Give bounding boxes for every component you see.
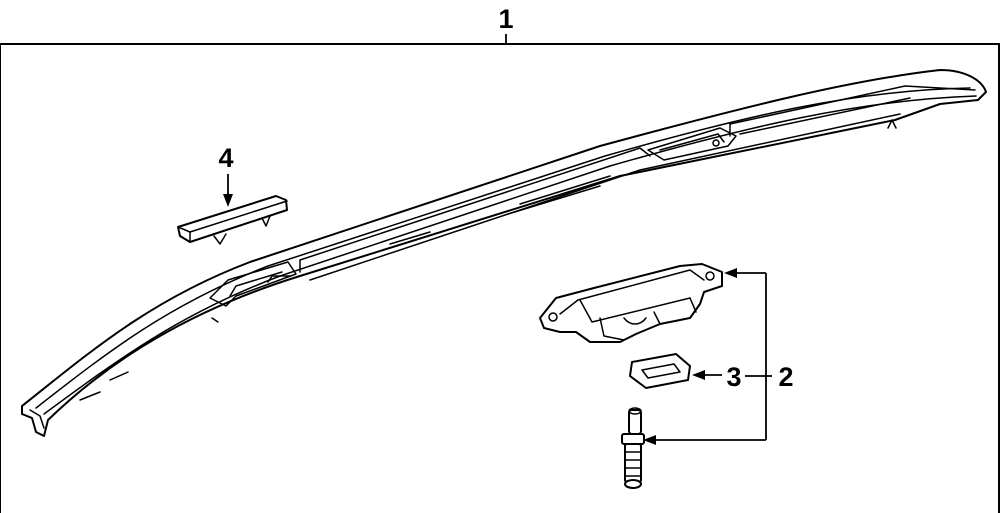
roof-rail [21, 69, 987, 437]
callout-4-leader [223, 174, 233, 207]
callout-2-3-leaders [643, 268, 772, 445]
mount-bracket [539, 263, 723, 343]
callout-1: 1 [498, 4, 513, 34]
callout-4: 4 [218, 143, 233, 173]
callout-3: 3 [726, 362, 741, 392]
assembly-frame [0, 34, 1000, 513]
callout-2: 2 [778, 362, 793, 392]
stud-bolt [621, 407, 645, 489]
gasket [629, 353, 691, 389]
rail-cover [177, 195, 288, 245]
